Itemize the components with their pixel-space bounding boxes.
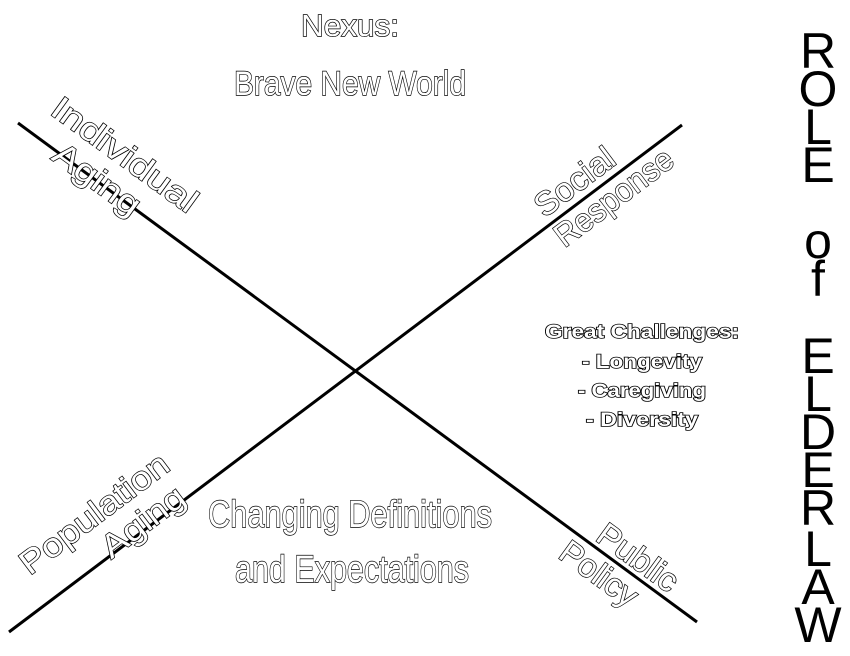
diagonal-line-ascending bbox=[8, 123, 683, 634]
vertical-letter: L bbox=[804, 99, 832, 155]
vertical-letter: R bbox=[800, 23, 836, 79]
label-individual-aging: Individual Aging bbox=[44, 88, 206, 224]
vertical-letter: f bbox=[811, 251, 825, 307]
vertical-letter: W bbox=[794, 597, 842, 653]
label-population-aging: Population Aging bbox=[11, 444, 193, 582]
vertical-letter: D bbox=[800, 404, 836, 460]
vertical-letter: R bbox=[800, 480, 836, 536]
diagonal-line-descending bbox=[17, 121, 698, 624]
changing-definitions-line-1: Changing Definitions bbox=[208, 494, 492, 536]
label-social-response: Social Response bbox=[526, 138, 682, 254]
title-line-1: Nexus: bbox=[301, 8, 399, 43]
challenge-diversity: - Diversity bbox=[586, 410, 699, 431]
vertical-letter: L bbox=[804, 521, 832, 577]
vertical-letter: o bbox=[804, 213, 832, 269]
vertical-letter: A bbox=[801, 559, 835, 615]
vertical-letter: E bbox=[801, 442, 834, 498]
challenge-caregiving: - Caregiving bbox=[578, 381, 706, 402]
vertical-letter: L bbox=[804, 366, 832, 422]
challenges-heading: Great Challenges: bbox=[545, 322, 739, 343]
challenge-longevity: - Longevity bbox=[582, 352, 703, 373]
changing-definitions-line-2: and Expectations bbox=[235, 549, 469, 591]
vertical-letter: E bbox=[801, 328, 834, 384]
label-public-policy: Public Policy bbox=[552, 515, 687, 616]
vertical-letter: O bbox=[799, 61, 838, 117]
title-line-2: Brave New World bbox=[234, 65, 466, 103]
vertical-letter: E bbox=[801, 137, 834, 193]
